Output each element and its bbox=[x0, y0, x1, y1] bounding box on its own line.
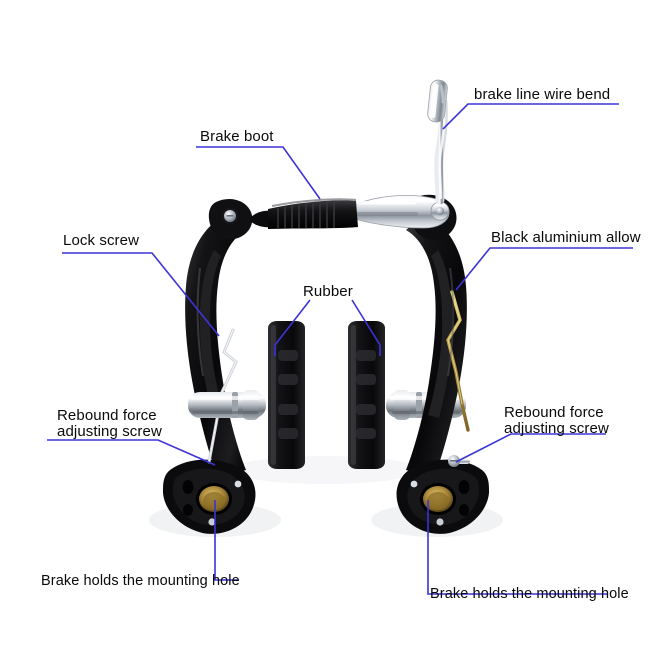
right-index-pin bbox=[410, 480, 418, 488]
left-pad-groove-3 bbox=[278, 404, 298, 415]
right-pad-highlight bbox=[351, 325, 356, 465]
boot-tip bbox=[250, 210, 272, 228]
left-pad-groove-4 bbox=[278, 428, 298, 439]
left-pad-groove-1 bbox=[278, 350, 298, 361]
cable-link-assembly bbox=[351, 79, 450, 229]
left-brake-pad bbox=[268, 321, 305, 469]
left-stud-highlight bbox=[190, 396, 260, 400]
right-pad-groove-2 bbox=[356, 374, 376, 385]
brake-cable-stub bbox=[439, 84, 445, 104]
leader-black-aluminium-allow bbox=[455, 247, 633, 291]
left-brake-arm bbox=[162, 198, 256, 534]
label-brake-boot: Brake boot bbox=[200, 128, 274, 145]
leader-brake-line-wire-bend bbox=[442, 103, 619, 130]
label-rebound-force-adjusting-screw-left: Rebound force adjusting screw bbox=[57, 408, 162, 440]
left-spring-hole-a bbox=[182, 480, 194, 494]
left-adjust-screw bbox=[208, 518, 216, 526]
left-pad-stud bbox=[188, 390, 266, 420]
right-brake-pad bbox=[348, 321, 385, 469]
right-pad-groove-4 bbox=[356, 428, 376, 439]
brake-boot bbox=[250, 198, 358, 229]
link-arm-pivot-bolt bbox=[436, 207, 444, 215]
left-arm-highlight bbox=[196, 267, 204, 377]
lock-screw-slot bbox=[226, 215, 234, 217]
leader-mounting-hole-right bbox=[427, 500, 608, 595]
leader-mounting-hole-left bbox=[214, 500, 238, 581]
left-mounting-hole-inner bbox=[203, 492, 225, 510]
right-pad-groove-3 bbox=[356, 404, 376, 415]
leader-brake-boot bbox=[196, 146, 321, 200]
left-arm-rib bbox=[199, 250, 224, 418]
leader-rubber-left bbox=[274, 299, 311, 356]
left-spring-wire-hl bbox=[208, 329, 237, 463]
link-arm-highlight bbox=[356, 201, 416, 205]
label-rebound-right-line1: Rebound force bbox=[504, 404, 604, 421]
label-brake-holds-the-mounting-hole-left: Brake holds the mounting hole bbox=[41, 573, 240, 589]
link-arm-shade bbox=[356, 212, 418, 216]
leader-rebound-left bbox=[47, 439, 216, 466]
boot-ribs bbox=[277, 202, 335, 228]
leader-lock-screw bbox=[62, 252, 220, 337]
boot-highlight bbox=[271, 198, 357, 207]
left-pad-highlight bbox=[271, 325, 276, 465]
right-pad-groove-1 bbox=[356, 350, 376, 361]
right-mounting-hole-inner bbox=[427, 492, 449, 510]
label-black-aluminium-allow: Black aluminium allow bbox=[491, 229, 641, 246]
label-rubber: Rubber bbox=[303, 283, 353, 300]
noodle-ferrule-highlight bbox=[431, 84, 439, 118]
right-spring-hole-a bbox=[458, 480, 470, 494]
label-brake-holds-the-mounting-hole-right: Brake holds the mounting hole bbox=[430, 586, 629, 602]
label-rebound-left-line1: Rebound force bbox=[57, 407, 157, 424]
label-rebound-left-line2: adjusting screw bbox=[57, 423, 162, 440]
leader-rebound-right bbox=[455, 433, 606, 463]
right-arm-highlight bbox=[447, 267, 455, 377]
label-rebound-right-line2: adjusting screw bbox=[504, 420, 609, 437]
right-arm-rib bbox=[428, 250, 453, 418]
left-spring-hole-b bbox=[183, 504, 193, 516]
label-brake-line-wire-bend: brake line wire bend bbox=[474, 86, 611, 103]
label-lock-screw: Lock screw bbox=[63, 232, 140, 249]
leader-rubber-right bbox=[351, 299, 381, 356]
left-stud-shade bbox=[192, 411, 258, 414]
right-spring-hole-b bbox=[459, 504, 469, 516]
label-rebound-force-adjusting-screw-right: Rebound force adjusting screw bbox=[504, 405, 609, 437]
left-index-pin bbox=[234, 480, 242, 488]
right-boss-pin bbox=[436, 518, 444, 526]
left-pad-groove-2 bbox=[278, 374, 298, 385]
right-spring-wire-hl bbox=[447, 291, 463, 405]
